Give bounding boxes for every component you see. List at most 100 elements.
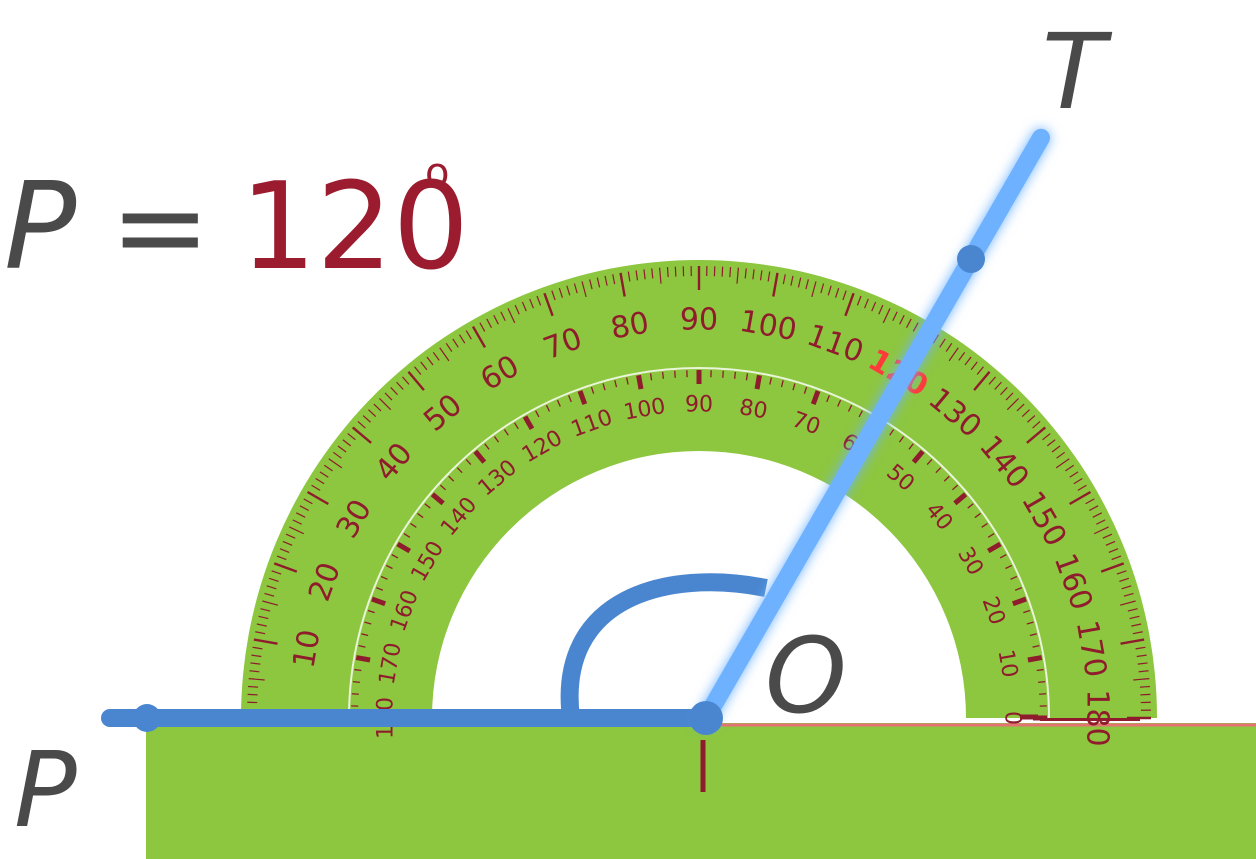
- outer-tick: [619, 272, 626, 297]
- outer-tick: [378, 397, 392, 411]
- outer-tick: [271, 570, 282, 575]
- outer-tick: [351, 426, 372, 444]
- outer-tick: [736, 267, 739, 284]
- outer-tick: [772, 272, 779, 297]
- outer-tick: [1093, 526, 1109, 535]
- outer-tick: [264, 592, 275, 597]
- inner-tick: [1026, 621, 1034, 625]
- outer-tick: [744, 268, 747, 279]
- outer-tick: [1129, 615, 1140, 620]
- inner-tick: [826, 395, 830, 403]
- outer-tick: [1088, 505, 1099, 512]
- outer-tick: [1102, 533, 1113, 539]
- outer-tick: [820, 283, 825, 294]
- ray-ot[interactable]: [697, 128, 1050, 727]
- inner-tick: [514, 422, 519, 430]
- inner-tick: [522, 415, 535, 430]
- outer-tick: [266, 585, 277, 590]
- outer-tick: [362, 415, 371, 423]
- outer-tick: [892, 311, 898, 321]
- outer-tick: [1026, 426, 1047, 444]
- inner-tick: [769, 377, 772, 385]
- outer-scale-label: 80: [608, 305, 652, 346]
- outer-tick: [253, 638, 278, 645]
- outer-tick: [465, 330, 472, 340]
- inner-tick: [810, 390, 821, 405]
- outer-tick: [373, 403, 382, 412]
- outer-tick: [285, 533, 296, 539]
- inner-tick: [439, 484, 447, 491]
- outer-tick: [420, 361, 428, 371]
- outer-tick: [543, 292, 554, 317]
- outer-tick: [604, 275, 608, 286]
- outer-tick: [1105, 540, 1116, 546]
- inner-tick: [352, 680, 360, 684]
- vertex-o-handle[interactable]: [689, 701, 723, 735]
- outer-tick: [337, 445, 347, 453]
- inner-tick: [636, 374, 644, 390]
- point-t-handle[interactable]: [957, 245, 985, 274]
- outer-tick: [643, 269, 646, 280]
- outer-tick: [514, 304, 520, 315]
- outer-tick: [295, 512, 306, 518]
- outer-tick: [958, 351, 966, 361]
- outer-tick: [1069, 490, 1092, 506]
- outer-tick: [912, 322, 919, 332]
- outer-tick: [414, 366, 422, 375]
- outer-tick: [1119, 600, 1136, 606]
- outer-tick: [842, 290, 847, 301]
- point-p-handle[interactable]: [133, 704, 161, 732]
- outer-tick: [589, 279, 593, 290]
- inner-tick: [430, 492, 445, 506]
- outer-tick: [255, 631, 266, 635]
- outer-tick: [627, 271, 631, 282]
- inner-tick: [1023, 609, 1031, 614]
- outer-tick: [1137, 662, 1148, 665]
- outer-tick: [1000, 387, 1008, 396]
- inner-scale-label: 90: [685, 393, 713, 418]
- outer-tick: [276, 555, 287, 561]
- outer-tick: [1042, 433, 1051, 441]
- outer-tick: [1116, 570, 1127, 575]
- protractor-base-edge: [1040, 718, 1140, 721]
- point-label-o: O: [765, 615, 847, 737]
- inner-tick: [364, 621, 372, 625]
- outer-tick: [299, 505, 310, 512]
- inner-tick: [358, 645, 366, 648]
- outer-tick: [1111, 555, 1122, 561]
- inner-tick: [745, 373, 749, 381]
- outer-tick: [1005, 392, 1014, 401]
- outer-tick: [674, 266, 677, 277]
- inner-tick: [889, 429, 895, 436]
- outer-tick: [258, 615, 269, 620]
- outer-tick: [252, 646, 263, 650]
- outer-tick: [1121, 585, 1132, 590]
- outer-tick: [357, 421, 366, 429]
- outer-tick: [827, 285, 832, 296]
- outer-tick: [342, 439, 352, 447]
- outer-tick: [939, 338, 946, 348]
- inner-tick: [908, 443, 914, 450]
- inner-scale-label: 80: [737, 395, 769, 424]
- outer-tick: [1132, 631, 1143, 635]
- outer-tick: [458, 334, 466, 344]
- outer-tick: [1136, 654, 1147, 658]
- inner-tick: [465, 458, 472, 466]
- outer-tick: [721, 266, 724, 277]
- outer-tick: [479, 322, 486, 332]
- outer-tick: [596, 277, 601, 288]
- outer-tick: [323, 464, 333, 472]
- inner-tick: [410, 522, 417, 528]
- point-label-p: P: [14, 729, 77, 851]
- outer-tick: [1127, 608, 1138, 612]
- outer-tick: [551, 290, 556, 301]
- inner-tick: [649, 373, 653, 381]
- inner-tick: [974, 512, 981, 519]
- outer-tick: [1100, 562, 1125, 573]
- inner-tick: [754, 374, 762, 390]
- outer-tick: [1138, 670, 1149, 673]
- outer-tick: [1108, 548, 1119, 553]
- protractor-band[interactable]: [241, 260, 1157, 718]
- angle-arc: [560, 573, 768, 720]
